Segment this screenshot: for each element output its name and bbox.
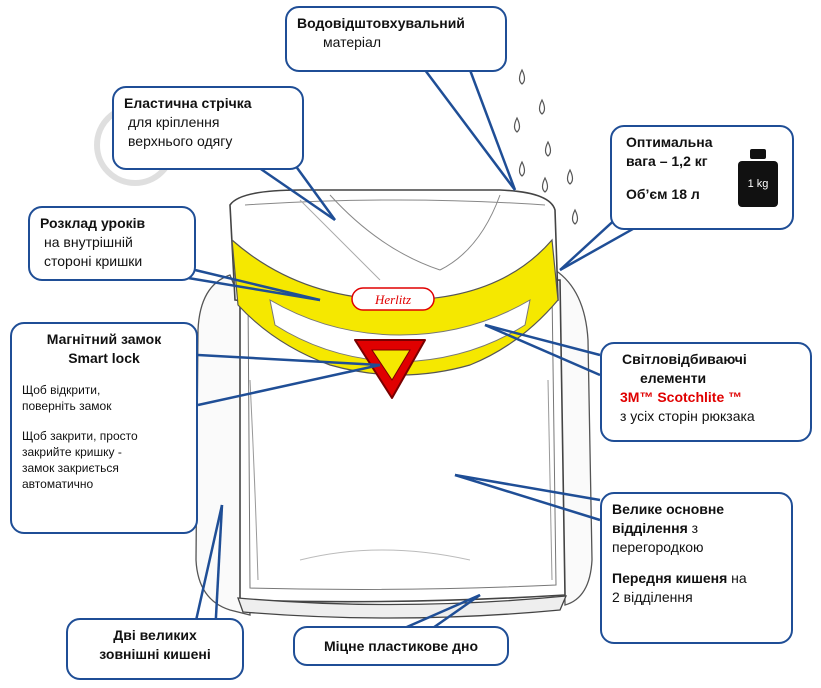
callout-lock-close3: замок закриється	[22, 461, 119, 475]
callout-main-line2: перегородкою	[612, 539, 704, 555]
weight-icon-label: 1 kg	[738, 161, 778, 207]
smart-lock	[354, 339, 426, 399]
callout-front-pocket: Передня кишеня	[612, 570, 728, 586]
callout-weight-line1: Оптимальна	[626, 134, 713, 150]
callout-front-line2: 2 відділення	[612, 589, 693, 605]
callout-pockets-line2: зовнішні кишені	[99, 646, 211, 662]
callout-lock-title1: Магнітний замок	[46, 331, 162, 347]
callout-lock-open1: Щоб відкрити,	[22, 383, 101, 397]
callout-elastic-strap: Еластична стрічка для кріплення верхньог…	[112, 86, 304, 170]
callout-water-text: матеріал	[323, 34, 381, 50]
callout-lock-close1: Щоб закрити, просто	[22, 429, 138, 443]
callout-water-repellent: Водовідштовхувальний матеріал	[285, 6, 507, 72]
callout-plastic-bottom: Міцне пластикове дно	[293, 626, 509, 666]
callout-strap-line2: верхнього одягу	[128, 133, 233, 149]
callout-main-title2: відділення	[612, 520, 688, 536]
callout-lock-open2: поверніть замок	[22, 399, 112, 413]
callout-outer-pockets: Дві великих зовнішні кишені	[66, 618, 244, 680]
callout-main-title1: Велике основне	[612, 501, 725, 517]
callout-lock-close4: автоматично	[22, 477, 94, 491]
backpack-side-pockets	[195, 274, 251, 616]
brand-logo: Herlitz	[351, 287, 435, 311]
callout-weight-line2: вага – 1,2 кг	[626, 153, 708, 169]
callout-reflect-line1: Світловідбиваючі	[622, 351, 747, 367]
callout-water-title: Водовідштовхувальний	[297, 15, 465, 31]
callout-front-suffix: на	[727, 570, 747, 586]
callout-pockets-line1: Дві великих	[113, 627, 197, 643]
backpack-bottom	[237, 595, 568, 619]
callout-bottom-text: Міцне пластикове дно	[323, 638, 479, 654]
callout-main-suffix: з	[687, 520, 699, 536]
pointer-lines	[169, 69, 641, 636]
callout-lock-close2: закрийте кришку -	[22, 445, 122, 459]
callout-schedule: Розклад уроків на внутрішній стороні кри…	[28, 206, 196, 281]
svg-text:Herlitz: Herlitz	[374, 292, 411, 307]
callout-strap-line1: для кріплення	[128, 114, 220, 130]
callout-reflect-brand: 3M™ Scotchlite ™	[620, 389, 743, 405]
callout-volume: Об’єм 18 л	[626, 186, 700, 202]
callout-reflective: Світловідбиваючі елементи 3M™ Scotchlite…	[600, 342, 812, 442]
callout-reflect-line3: з усіх сторін рюкзака	[620, 408, 755, 424]
callout-schedule-line1: на внутрішній	[44, 234, 133, 250]
callout-reflect-line2: елементи	[640, 370, 707, 386]
callout-main-compartment: Велике основне відділення з перегородкою…	[600, 492, 793, 644]
weight-icon: 1 kg	[738, 149, 778, 207]
callout-weight-volume: Оптимальна вага – 1,2 кг Об’єм 18 л 1 kg	[610, 125, 794, 230]
callout-strap-title: Еластична стрічка	[124, 95, 252, 111]
water-drops	[513, 68, 579, 225]
callout-lock-title2: Smart lock	[68, 350, 140, 366]
callout-schedule-title: Розклад уроків	[40, 215, 146, 231]
callout-schedule-line2: стороні кришки	[44, 253, 143, 269]
callout-smart-lock: Магнітний замок Smart lock Щоб відкрити,…	[10, 322, 198, 534]
